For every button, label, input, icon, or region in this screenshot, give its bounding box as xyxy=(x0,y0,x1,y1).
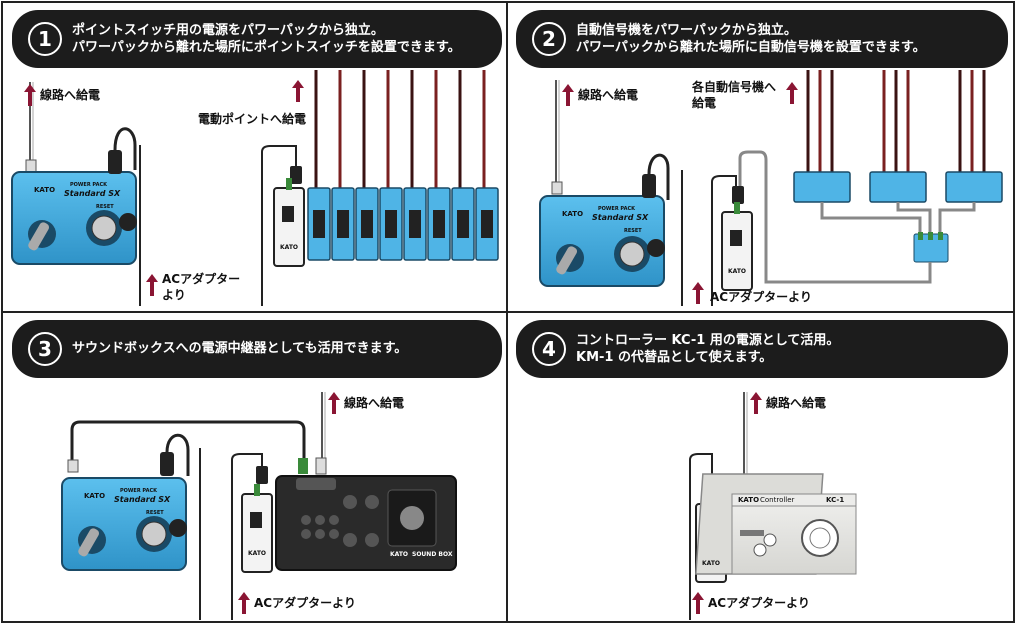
panel-3-power-pack-line2: Standard SX xyxy=(114,495,171,504)
panel-4-artwork xyxy=(689,392,857,620)
panel-1-adapter-brand: KATO xyxy=(280,244,299,251)
panel-3-banner: 3 サウンドボックスへの電源中継器としても活用できます。 xyxy=(12,320,502,378)
panel-3-artwork xyxy=(61,392,457,620)
panel-2-number: 2 xyxy=(532,22,566,56)
panel-2-title-line-2: パワーパックから離れた場所に自動信号機を設置できます。 xyxy=(576,40,926,55)
panel-3-power-pack-reset: RESET xyxy=(146,510,164,516)
panel-1-power-pack-reset: RESET xyxy=(96,204,114,210)
panel-1-number: 1 xyxy=(28,22,62,56)
panel-2-signal-feed-label-2: 給電 xyxy=(692,96,717,110)
panel-2-power-pack-brand: KATO xyxy=(562,210,584,218)
panel-2-track-feed-label: 線路へ給電 xyxy=(578,88,639,102)
panel-1-power-pack-line1: POWER PACK xyxy=(70,182,108,188)
panel-4-adapter-brand: KATO xyxy=(702,560,721,567)
panel-1-track-feed-label: 線路へ給電 xyxy=(40,88,101,102)
panel-4-title-line-1: コントローラー KC-1 用の電源として活用。 xyxy=(576,333,840,348)
panel-4-number: 4 xyxy=(532,332,566,366)
panel-2-title-line-1: 自動信号機をパワーパックから独立。 xyxy=(576,23,797,38)
panel-2-power-pack-line2: Standard SX xyxy=(592,213,649,222)
controller-name: Controller xyxy=(760,496,795,504)
panel-1-power-pack-line2: Standard SX xyxy=(64,189,121,198)
panel-1-ac-adapter-label-2: より xyxy=(162,288,186,302)
panel-3-power-pack-brand: KATO xyxy=(84,492,106,500)
panel-1-title-line-2: パワーパックから離れた場所にポイントスイッチを設置できます。 xyxy=(72,40,461,55)
panel-2-artwork xyxy=(539,70,1003,306)
panel-2-power-pack-reset: RESET xyxy=(624,228,642,234)
panel-3-power-pack-line1: POWER PACK xyxy=(120,488,158,494)
panel-2-power-pack-line1: POWER PACK xyxy=(598,206,636,212)
panel-2-banner: 2 自動信号機をパワーパックから独立。 パワーパックから離れた場所に自動信号機を… xyxy=(516,10,1008,68)
panel-1-ac-adapter-label-1: ACアダプター xyxy=(162,272,241,286)
panel-1-artwork xyxy=(11,70,499,306)
controller-model: KC-1 xyxy=(826,496,845,504)
panel-4-ac-adapter-label: ACアダプターより xyxy=(708,596,810,610)
panel-3-number: 3 xyxy=(28,332,62,366)
controller-brand: KATO xyxy=(738,496,760,504)
panel-4-title-line-2: KM-1 の代替品として使えます。 xyxy=(576,350,773,365)
panel-1-banner: 1 ポイントスイッチ用の電源をパワーパックから独立。 パワーパックから離れた場所… xyxy=(12,10,502,68)
sound-box-brand: KATO xyxy=(390,551,409,558)
panel-3-ac-adapter-label: ACアダプターより xyxy=(254,596,356,610)
panel-3-title-line-1: サウンドボックスへの電源中継器としても活用できます。 xyxy=(72,341,408,356)
panel-1-title-line-1: ポイントスイッチ用の電源をパワーパックから独立。 xyxy=(72,23,384,38)
panel-1-power-pack-brand: KATO xyxy=(34,186,56,194)
panel-4-banner: 4 コントローラー KC-1 用の電源として活用。 KM-1 の代替品として使え… xyxy=(516,320,1008,378)
panel-3-track-feed-label: 線路へ給電 xyxy=(344,396,405,410)
panel-2-signal-feed-label-1: 各自動信号機へ xyxy=(692,80,777,94)
panel-4-track-feed-label: 線路へ給電 xyxy=(766,396,827,410)
panel-3-adapter-brand: KATO xyxy=(248,550,267,557)
panel-1-point-feed-label: 電動ポイントへ給電 xyxy=(198,112,307,126)
panel-2-adapter-brand: KATO xyxy=(728,268,747,275)
panel-2-ac-adapter-label: ACアダプターより xyxy=(710,290,812,304)
sound-box-name: SOUND BOX xyxy=(412,551,453,558)
